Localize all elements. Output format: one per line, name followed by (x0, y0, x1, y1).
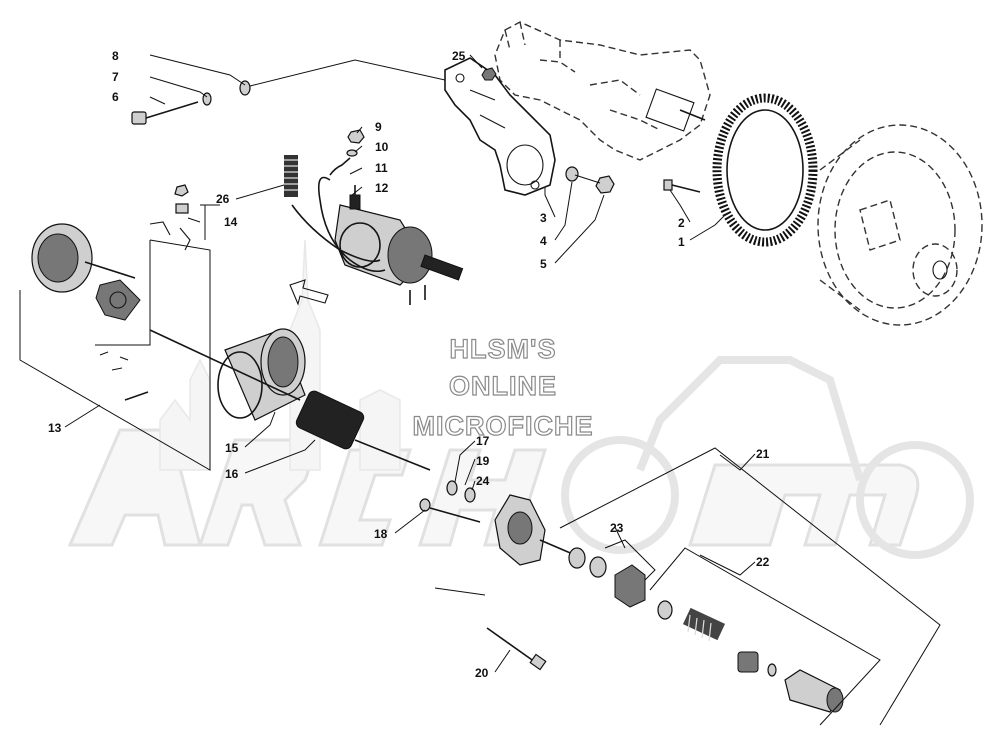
watermark-text: HLSM'S ONLINE MICROFICHE (412, 333, 594, 441)
callout-12: 12 (375, 181, 389, 195)
bolt-20 (486, 627, 547, 671)
callout-21: 21 (756, 447, 770, 461)
watermark-line-2: ONLINE (449, 371, 557, 401)
callout-20: 20 (475, 666, 489, 680)
nut-25 (481, 67, 497, 81)
washer-17 (446, 480, 458, 496)
sleeve (737, 651, 759, 673)
callout-1: 1 (678, 235, 685, 249)
callout-19: 19 (476, 454, 490, 468)
brush-holder (95, 279, 141, 321)
watermark-line-3: MICROFICHE (413, 411, 594, 441)
collar (657, 600, 673, 620)
washer-23a (568, 547, 586, 569)
watermark-logo (67, 239, 974, 559)
callout-13: 13 (48, 421, 62, 435)
callout-6: 6 (112, 90, 119, 104)
bracket-22 (649, 547, 881, 726)
spring (682, 607, 726, 642)
callout-16: 16 (225, 467, 239, 481)
starter-motor (291, 176, 464, 305)
callout-2: 2 (678, 216, 685, 230)
small-washer (767, 663, 777, 677)
field-housing (217, 328, 306, 421)
callout-23: 23 (610, 521, 624, 535)
callout-3: 3 (540, 211, 547, 225)
flywheel-outline (817, 124, 983, 326)
end-cap (31, 223, 136, 293)
callout-11: 11 (375, 161, 388, 175)
washer-24 (464, 487, 476, 503)
starter-bracket (444, 57, 556, 196)
callout-14: 14 (224, 215, 238, 229)
callout-18: 18 (374, 527, 388, 541)
callout-25: 25 (452, 49, 466, 63)
armature (149, 329, 431, 471)
callout-7: 7 (112, 70, 119, 84)
watermark-line-1: HLSM'S (450, 334, 557, 364)
callout-8: 8 (112, 49, 119, 63)
callout-9: 9 (375, 120, 382, 134)
nut-9 (347, 129, 365, 144)
washer-23b (589, 556, 607, 578)
callout-15: 15 (225, 441, 239, 455)
front-arrow-icon (289, 279, 329, 306)
brush-set (99, 184, 191, 401)
rubber-boot-26 (284, 155, 298, 197)
callout-17: 17 (476, 434, 490, 448)
bracket-21 (559, 447, 941, 726)
ring-gear (712, 93, 818, 247)
bolt-2 (663, 179, 701, 193)
leader-lines (64, 54, 756, 673)
washer-10 (346, 149, 358, 157)
pinion-gear (614, 564, 646, 608)
shaft-end (784, 669, 844, 713)
callout-4: 4 (540, 234, 547, 248)
callout-26: 26 (216, 192, 230, 206)
washer-8 (239, 80, 251, 96)
wire-11 (329, 157, 351, 176)
callout-24: 24 (476, 474, 490, 488)
washer-4 (565, 166, 579, 182)
bracket-23 (604, 539, 656, 581)
callout-labels: 1 2 3 4 5 6 7 8 9 10 11 12 13 14 15 16 1… (48, 49, 770, 680)
bracket-20 (434, 587, 486, 596)
callout-5: 5 (540, 257, 547, 271)
callout-10: 10 (375, 140, 389, 154)
engine-outline (494, 21, 711, 161)
nut-5 (595, 175, 615, 194)
bolt-6 (131, 101, 199, 125)
drive-end-housing (494, 494, 576, 566)
bolt-18 (419, 498, 481, 523)
callout-22: 22 (756, 555, 770, 569)
